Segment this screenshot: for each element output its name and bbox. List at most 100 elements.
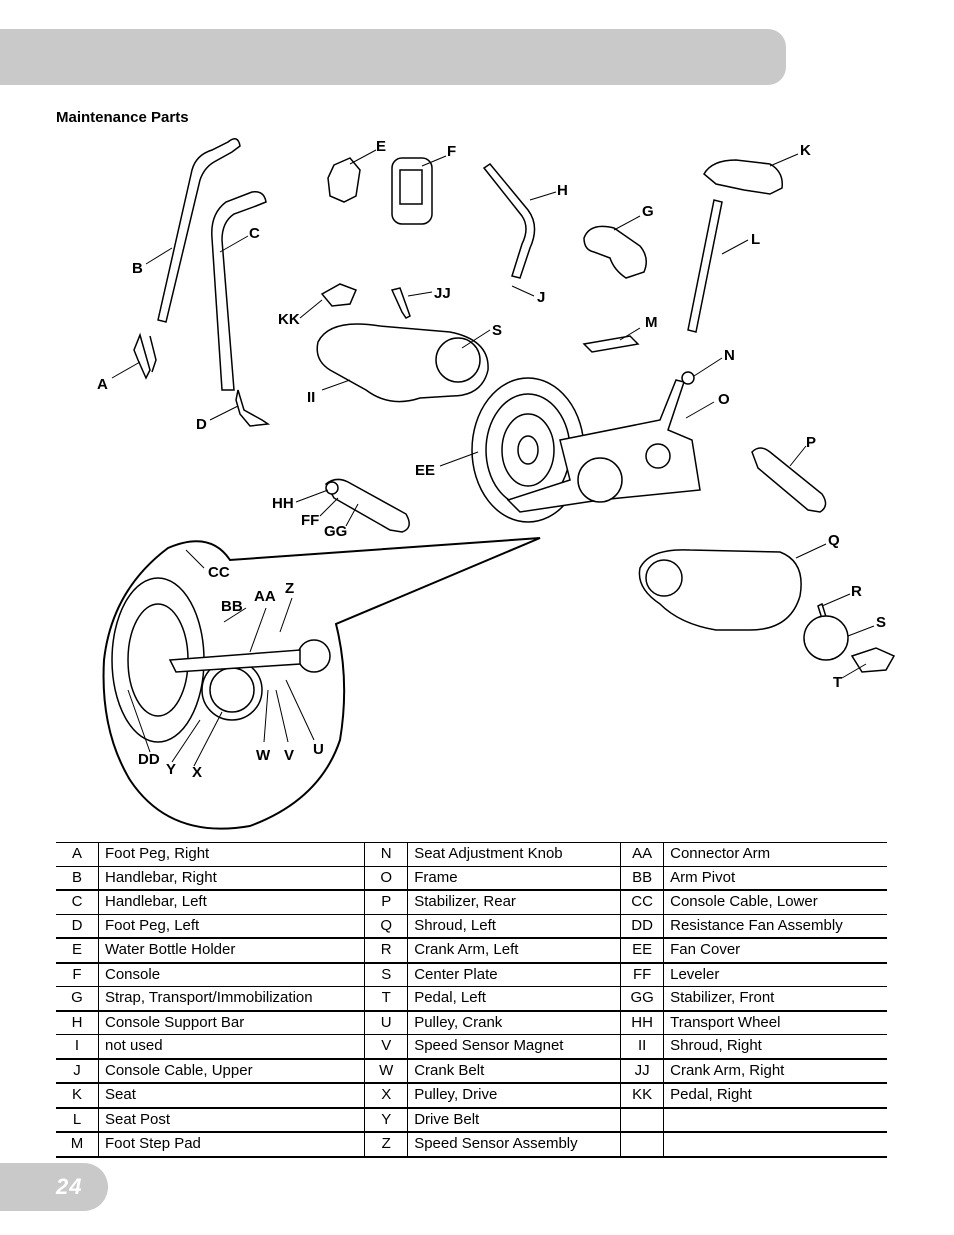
part-name: Water Bottle Holder	[98, 937, 366, 964]
part-code: A	[56, 842, 99, 867]
part-code: G	[56, 986, 99, 1012]
pedal-right-drawing	[320, 283, 357, 307]
stabilizer-front-drawing	[325, 478, 410, 533]
part-code: BB	[620, 865, 665, 891]
foot-peg-right-drawing	[133, 332, 157, 380]
callout-v: V	[284, 747, 294, 764]
part-code: M	[56, 1131, 99, 1158]
part-name: Crank Arm, Right	[663, 1058, 887, 1084]
part-name: not used	[98, 1034, 366, 1060]
part-code: KK	[620, 1082, 665, 1109]
part-code: EE	[620, 937, 665, 964]
part-code: K	[56, 1082, 99, 1109]
part-name: Transport Wheel	[663, 1010, 887, 1035]
part-code: DD	[620, 913, 665, 939]
exploded-parts-diagram: A B C D E F G H J K L M N O P Q R S S T …	[97, 138, 896, 830]
part-code: II	[620, 1034, 665, 1060]
callout-jj: JJ	[434, 285, 451, 302]
callout-dd: DD	[138, 751, 160, 768]
callout-o: O	[718, 391, 730, 408]
part-code: V	[364, 1034, 409, 1060]
page-number: 24	[56, 1174, 83, 1199]
center-plate-drawing	[803, 615, 849, 661]
callout-k: K	[800, 142, 811, 159]
part-name: Pedal, Right	[663, 1082, 887, 1109]
part-code: W	[364, 1058, 409, 1084]
frame-drawing	[506, 379, 701, 513]
callout-bb: BB	[221, 598, 243, 615]
callout-s-upper: S	[492, 322, 502, 339]
part-code: AA	[620, 842, 665, 867]
callout-z: Z	[285, 580, 294, 597]
part-name: Seat	[98, 1082, 366, 1109]
callout-ii: II	[307, 389, 315, 406]
part-name: Stabilizer, Rear	[407, 889, 622, 915]
part-code: JJ	[620, 1058, 665, 1084]
part-name: Console Support Bar	[98, 1010, 366, 1035]
part-name: Resistance Fan Assembly	[663, 913, 887, 939]
part-code: B	[56, 865, 99, 891]
part-name: Fan Cover	[663, 937, 887, 964]
callout-w: W	[256, 747, 271, 764]
callout-m: M	[645, 314, 658, 331]
water-bottle-holder-drawing	[327, 157, 361, 203]
callout-a: A	[97, 376, 108, 393]
part-name	[663, 1107, 887, 1133]
part-name: Foot Peg, Left	[98, 913, 366, 939]
callout-e: E	[376, 138, 386, 155]
callout-ff: FF	[301, 512, 319, 529]
part-name: Crank Arm, Left	[407, 937, 622, 964]
callout-g: G	[642, 203, 654, 220]
callout-p: P	[806, 434, 816, 451]
seat-post-drawing	[687, 199, 723, 333]
callout-x: X	[192, 764, 202, 781]
foot-step-pad-drawing	[582, 335, 640, 353]
part-code: D	[56, 913, 99, 939]
part-code: N	[364, 842, 409, 867]
part-code: L	[56, 1107, 99, 1133]
part-name: Frame	[407, 865, 622, 891]
part-name: Speed Sensor Assembly	[407, 1131, 622, 1158]
part-name: Foot Step Pad	[98, 1131, 366, 1158]
callout-j: J	[537, 289, 545, 306]
callout-s-lower: S	[876, 614, 886, 631]
part-code: Y	[364, 1107, 409, 1133]
part-code: S	[364, 962, 409, 987]
part-code: P	[364, 889, 409, 915]
callout-ee: EE	[415, 462, 435, 479]
part-name	[663, 1131, 887, 1158]
part-name: Center Plate	[407, 962, 622, 987]
callout-d: D	[196, 416, 207, 433]
callout-gg: GG	[324, 523, 347, 540]
part-name: Console Cable, Upper	[98, 1058, 366, 1084]
part-code: U	[364, 1010, 409, 1035]
part-name: Connector Arm	[663, 842, 887, 867]
callout-aa: AA	[254, 588, 276, 605]
part-code: HH	[620, 1010, 665, 1035]
part-code: C	[56, 889, 99, 915]
part-name: Console Cable, Lower	[663, 889, 887, 915]
crank-arm-right-drawing	[390, 287, 411, 319]
callout-kk: KK	[278, 311, 300, 328]
callout-hh: HH	[272, 495, 294, 512]
part-code: CC	[620, 889, 665, 915]
seat-adjustment-knob-drawing	[681, 371, 695, 385]
callout-u: U	[313, 741, 324, 758]
part-name: Strap, Transport/Immobilization	[98, 986, 366, 1012]
part-code: O	[364, 865, 409, 891]
part-name: Stabilizer, Front	[663, 986, 887, 1012]
part-code: Z	[364, 1131, 409, 1158]
part-name: Speed Sensor Magnet	[407, 1034, 622, 1060]
part-name: Drive Belt	[407, 1107, 622, 1133]
